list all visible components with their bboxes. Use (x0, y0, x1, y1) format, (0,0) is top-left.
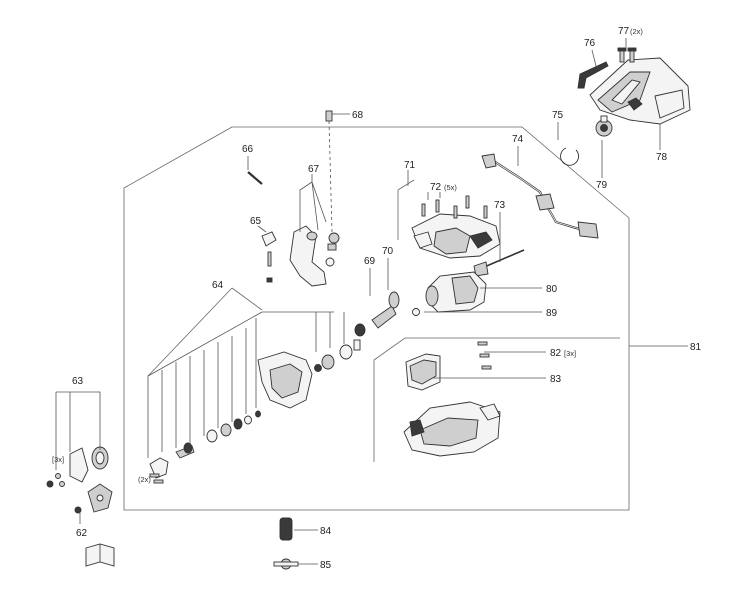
label-part-81: 81 (690, 342, 702, 353)
motor-carrier (411, 213, 501, 259)
inner-frame-base (373, 337, 620, 462)
blade-flange (46, 446, 109, 488)
label-part-85: 85 (320, 560, 332, 571)
label-part-63: 63 (72, 376, 84, 387)
label-part-74: 74 (512, 134, 524, 145)
label-part-71: 71 (404, 160, 416, 171)
electronics-module (405, 353, 441, 391)
pin-68 (325, 110, 333, 233)
label-part-66: 66 (242, 144, 254, 155)
knob-screw (273, 558, 299, 570)
carrier-screws (421, 195, 488, 219)
cover-screws (617, 47, 637, 63)
clip-65 (261, 231, 277, 283)
label-part-65: 65 (250, 216, 262, 227)
manual-book-icon (85, 543, 115, 567)
spindle-screws (149, 457, 169, 484)
module-screws (477, 341, 492, 370)
lock-knob (595, 115, 613, 137)
label-part-68: 68 (352, 110, 364, 121)
label-part-78: 78 (656, 152, 668, 163)
label-part-79: 79 (596, 180, 608, 191)
label-part-80: 80 (546, 284, 558, 295)
part-labels: 68 66 67 65 71 72 (5x) 73 74 75 76 77 (2… (52, 26, 702, 571)
spring-pin-66 (247, 171, 263, 185)
label-part-72-qty: (5x) (444, 183, 457, 192)
blade-disc (74, 483, 113, 514)
inner-frame-housing (147, 287, 263, 377)
label-part-77-qty: (2x) (630, 27, 643, 36)
label-part-72: 72 (430, 182, 442, 193)
label-qty-3x-left: [3x] (52, 455, 64, 464)
label-qty-2x-left: (2x) (138, 475, 151, 484)
drive-train-parts (321, 291, 400, 370)
leader-fan-63 (55, 391, 101, 470)
label-part-83: 83 (550, 374, 562, 385)
gear-housing (257, 351, 322, 409)
hex-key (577, 61, 609, 89)
circlip (560, 147, 579, 166)
label-part-76: 76 (584, 38, 596, 49)
label-part-89: 89 (546, 308, 558, 319)
handle-cover (589, 57, 691, 125)
base-housing (403, 401, 501, 457)
label-part-73: 73 (494, 200, 506, 211)
label-part-67: 67 (308, 164, 320, 175)
label-part-64: 64 (212, 280, 224, 291)
label-part-62: 62 (76, 528, 88, 539)
label-part-77: 77 (618, 26, 630, 37)
label-part-84: 84 (320, 526, 332, 537)
motor (412, 271, 487, 316)
inner-frame-motor (397, 179, 415, 240)
label-part-75: 75 (552, 110, 564, 121)
leader-lines (79, 38, 688, 565)
label-part-82: 82 (550, 348, 562, 359)
guide-rod (473, 249, 525, 277)
label-part-69: 69 (364, 256, 376, 267)
assembly-frame (123, 126, 630, 511)
lever-cable (481, 153, 599, 239)
leader-fan-64 (147, 311, 345, 458)
gear-bracket (289, 225, 340, 287)
label-part-70: 70 (382, 246, 394, 257)
spindle-parts (175, 410, 261, 459)
label-part-82-qty: [3x] (564, 349, 576, 358)
bristle-brush (279, 517, 293, 541)
